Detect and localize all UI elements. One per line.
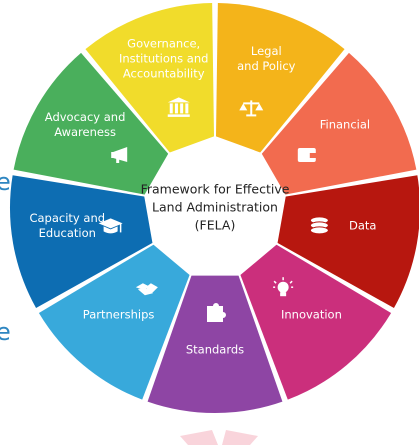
graduation-cap-icon — [98, 218, 123, 234]
segment-wedge — [13, 52, 171, 196]
segment-label: Legal — [251, 44, 282, 58]
scales-icon — [239, 100, 264, 117]
segment-data: Data — [274, 175, 419, 309]
segment-wedge — [85, 3, 215, 156]
segment-wedge — [38, 242, 191, 400]
segment-label: Governance, — [127, 37, 200, 51]
edge-text-fragment-2: e — [0, 318, 11, 346]
puzzle-icon — [207, 303, 226, 322]
segment-label: Accountability — [123, 67, 205, 81]
segment-label: Awareness — [54, 125, 116, 139]
segment-label: Partnerships — [83, 307, 155, 321]
megaphone-icon — [111, 147, 128, 163]
handshake-icon — [135, 283, 158, 296]
segment-standards: Standards — [147, 272, 283, 414]
segment-label: Standards — [186, 343, 244, 357]
bottom-pink-accent — [180, 430, 258, 445]
segment-wedge — [274, 175, 419, 309]
segment-label: Financial — [320, 118, 370, 132]
segment-wedge — [147, 272, 283, 414]
segment-label: and Policy — [237, 59, 296, 73]
edge-text-fragment-1: e — [0, 168, 11, 196]
wallet-icon — [297, 148, 317, 162]
segment-innovation: Innovation — [239, 242, 392, 400]
segment-label: Advocacy and — [45, 110, 126, 124]
segment-partnerships: Partnerships — [38, 242, 191, 400]
segment-wedge — [215, 3, 345, 156]
center-hub-shape — [144, 136, 286, 276]
segment-wedge — [9, 175, 156, 309]
center-title-line: Framework for Effective — [141, 182, 290, 197]
segment-governance-institutions-and-accountability: Governance,Institutions andAccountabilit… — [85, 3, 215, 156]
database-icon — [309, 216, 329, 235]
center-title-line: (FELA) — [195, 218, 236, 233]
segment-financial: Financial — [259, 52, 417, 196]
segment-label: Institutions and — [119, 52, 208, 66]
institution-icon — [167, 97, 190, 117]
segment-label: Education — [39, 226, 96, 240]
segment-label: Innovation — [281, 307, 342, 321]
segment-label: Data — [349, 219, 376, 233]
center-title-line: Land Administration — [152, 200, 278, 215]
segment-wedge — [239, 242, 392, 400]
segment-label: Capacity and — [29, 211, 105, 225]
lightbulb-icon — [273, 277, 294, 297]
